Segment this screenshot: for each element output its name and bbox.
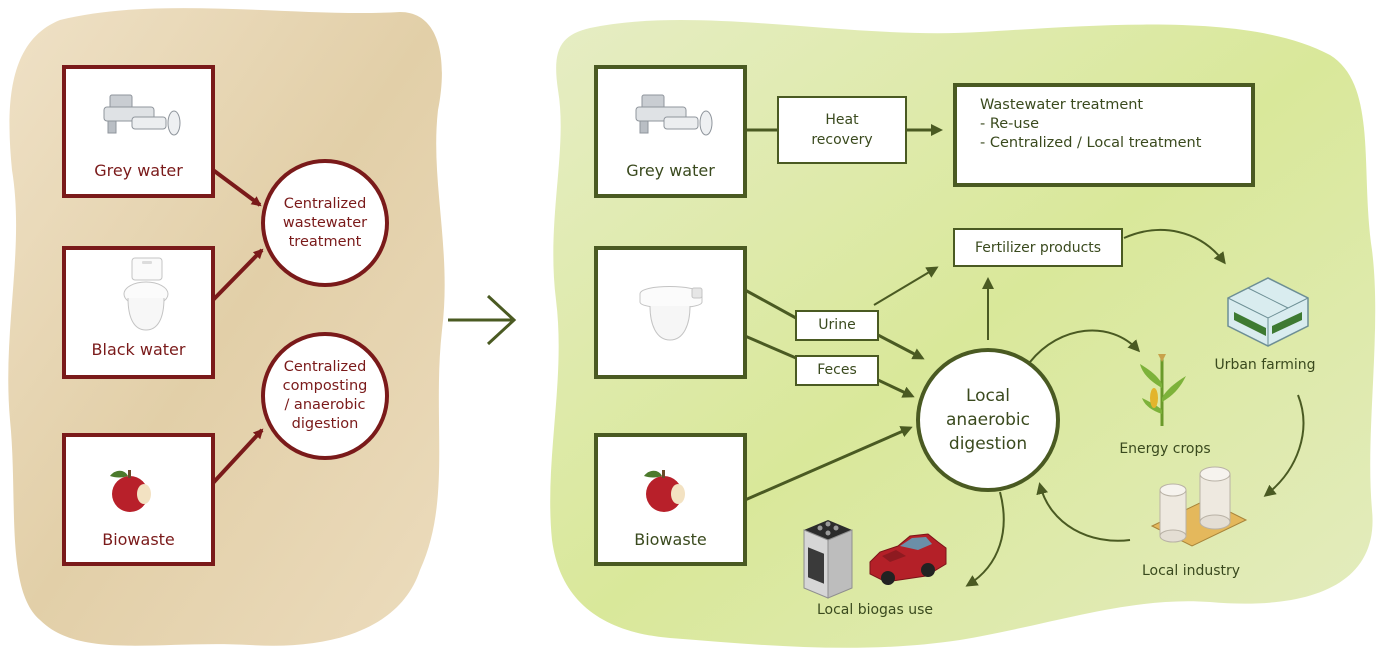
feces-box [795, 355, 879, 386]
text-line: composting [282, 378, 368, 394]
text-line: / anaerobic [284, 397, 366, 413]
source-label-biowaste-proposed: Biowaste [634, 530, 707, 549]
heat-recovery-text: Heat recovery [778, 110, 906, 150]
toilet-icon [123, 257, 169, 331]
separating-toilet-icon [639, 286, 703, 341]
arrow-feces-to-digestion [877, 378, 915, 398]
text-line: anaerobic [946, 410, 1030, 430]
energy-crops-label: Energy crops [1119, 441, 1211, 457]
arrow-fertilizer-to-farming [1123, 229, 1226, 265]
faucet-icon [635, 94, 713, 136]
text-line: Local [965, 386, 1011, 406]
text-line: Centralized [283, 196, 367, 212]
wastewater-item: - Re-use [980, 116, 1040, 132]
centralized-composting-circle [261, 332, 389, 460]
text-line: digestion [948, 434, 1028, 454]
line-toilet-to-urine [744, 288, 797, 320]
arrow-grey-to-wastewater [211, 168, 262, 207]
arrow-urine-to-fertilizer [873, 266, 939, 306]
arrow-digestion-to-crops [1029, 329, 1141, 363]
source-label-grey-water-proposed: Grey water [626, 161, 715, 180]
source-label-grey-water-current: Grey water [94, 161, 183, 180]
greenhouse-icon [1227, 277, 1309, 347]
urine-label: Urine [818, 317, 856, 333]
arrow-right-icon [448, 294, 517, 346]
faucet-icon [103, 94, 181, 136]
industry-silos-icon [1150, 466, 1248, 547]
arrow-farming-to-industry [1263, 394, 1305, 497]
arrow-biowaste-to-composting [211, 428, 264, 485]
source-label-biowaste-current: Biowaste [102, 530, 175, 549]
line-toilet-to-feces [744, 334, 797, 360]
car-icon [869, 533, 947, 585]
heat-recovery-box [777, 96, 907, 164]
feces-label: Feces [817, 362, 857, 378]
text-line: digestion [291, 416, 359, 432]
apple-icon [644, 470, 685, 512]
local-biogas-label: Local biogas use [816, 602, 934, 618]
fertilizer-label: Fertilizer products [974, 240, 1102, 256]
local-digestion-text: Local anaerobic digestion [918, 384, 1058, 456]
corn-plant-icon [1140, 354, 1186, 426]
wastewater-treatment-list: Wastewater treatment - Re-use - Centrali… [980, 97, 1201, 151]
wastewater-treatment-box [953, 83, 1255, 187]
stove-icon [803, 520, 853, 599]
grey-water-box-current [62, 65, 215, 198]
urban-farming-label: Urban farming [1214, 357, 1316, 373]
arrow-industry-to-digestion [1036, 482, 1131, 542]
arrow-urine-to-digestion [877, 333, 925, 360]
urine-box [795, 310, 879, 341]
text-line: treatment [288, 234, 362, 250]
text-line: wastewater [282, 215, 368, 231]
wastewater-treatment-text: Centralized wastewater treatment [263, 195, 387, 252]
text-line: recovery [811, 132, 873, 148]
text-line: Centralized [283, 359, 367, 375]
text-line: Heat [825, 112, 859, 128]
composting-text: Centralized composting / anaerobic diges… [263, 358, 387, 434]
arrow-biowaste-to-digestion [744, 426, 913, 502]
toilet-box-proposed [594, 246, 747, 379]
local-digestion-circle [916, 348, 1060, 492]
wastewater-item: - Centralized / Local treatment [980, 135, 1202, 151]
wastewater-title: Wastewater treatment [980, 97, 1144, 113]
source-label-black-water-current: Black water [91, 340, 186, 359]
arrow-black-to-wastewater [211, 248, 264, 302]
fertilizer-box [953, 228, 1123, 267]
centralized-wastewater-circle [261, 159, 389, 287]
local-industry-label: Local industry [1141, 563, 1241, 579]
apple-icon [110, 470, 151, 512]
arrow-digestion-to-biogas [965, 491, 1005, 587]
